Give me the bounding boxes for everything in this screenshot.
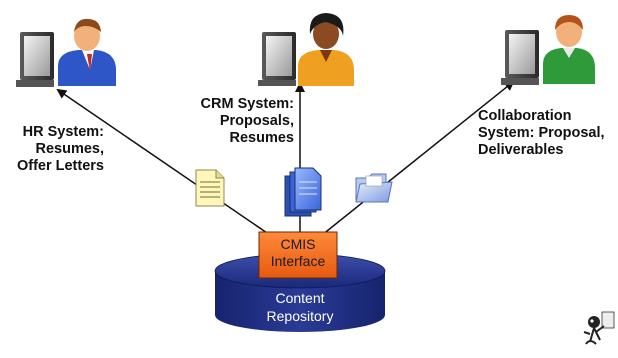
hr-system-label: HR System: Resumes, Offer Letters bbox=[8, 124, 104, 175]
cmis-label-line: CMIS bbox=[280, 236, 316, 252]
arrow-to-collab-user bbox=[321, 80, 515, 236]
hr-user-computer-icon bbox=[16, 18, 116, 87]
crm-label-line: Proposals, bbox=[219, 113, 294, 129]
crm-label-line: Resumes bbox=[229, 130, 294, 146]
hr-label-line: HR System: bbox=[22, 124, 104, 140]
hr-label-line: Offer Letters bbox=[16, 158, 104, 174]
repository-label-line: Content bbox=[275, 290, 325, 306]
collab-user-computer-icon bbox=[501, 15, 595, 85]
document-icon bbox=[195, 169, 225, 207]
collab-label-line: System: Proposal, bbox=[478, 125, 605, 141]
crm-system-label: CRM System: Proposals, Resumes bbox=[186, 96, 294, 147]
crm-user-computer-icon bbox=[258, 13, 354, 86]
mascot-icon bbox=[583, 311, 615, 345]
cmis-interface-label: CMIS Interface bbox=[259, 236, 337, 270]
repository-label-line: Repository bbox=[266, 308, 334, 324]
folder-icon bbox=[355, 173, 393, 203]
collab-system-label: Collaboration System: Proposal, Delivera… bbox=[478, 108, 616, 159]
cmis-label-line: Interface bbox=[270, 253, 326, 269]
documents-stack-icon bbox=[284, 167, 322, 217]
cmis-interface-box bbox=[258, 231, 338, 279]
content-repository-label: Content Repository bbox=[230, 289, 370, 325]
crm-label-line: CRM System: bbox=[200, 96, 294, 112]
arrow-to-hr-user bbox=[56, 88, 271, 236]
collab-label-line: Deliverables bbox=[478, 142, 564, 158]
hr-label-line: Resumes, bbox=[35, 141, 104, 157]
collab-label-line: Collaboration bbox=[478, 108, 572, 124]
